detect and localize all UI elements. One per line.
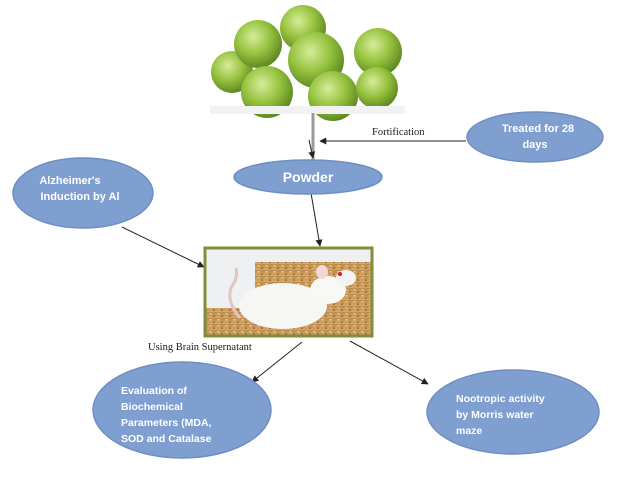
evaluation-line-1: Evaluation of [121, 385, 187, 397]
nootropic-line-1: Nootropic activity [456, 393, 545, 405]
powder-to-rat-arrow [310, 192, 323, 247]
brain-supernatant-label: Using Brain Supernatant [148, 342, 252, 353]
alzheimers-node: Alzheimer's Induction by Al [12, 157, 154, 229]
fortification-label: Fortification [372, 127, 425, 138]
alzheimers-line-2: Induction by Al [40, 191, 119, 203]
treated-line-2: days [522, 139, 547, 151]
nootropic-node: Nootropic activity by Morris water maze [426, 369, 600, 455]
evaluation-line-4: SOD and Catalase [121, 433, 212, 445]
powder-label: Powder [283, 169, 334, 185]
nootropic-line-2: by Morris water [456, 409, 534, 421]
treated-line-1: Treated for 28 [502, 123, 574, 135]
alzheimers-line-1: Alzheimer's [39, 175, 100, 187]
powder-node: Powder [233, 159, 383, 195]
evaluation-line-2: Biochemical [121, 401, 183, 413]
induction-to-rat-arrow [121, 226, 205, 268]
evaluation-line-3: Parameters (MDA, [121, 417, 212, 429]
rat-to-nootropic-arrow [349, 340, 429, 385]
amla-fruit-image [210, 0, 405, 121]
fruit-to-powder-arrow [308, 139, 316, 159]
treated-node: Treated for 28 days [466, 111, 604, 163]
nootropic-line-3: maze [456, 425, 482, 437]
rat-image [203, 246, 374, 338]
evaluation-node: Evaluation of Biochemical Parameters (MD… [92, 361, 272, 459]
rat-to-evaluation-arrow [251, 341, 303, 383]
